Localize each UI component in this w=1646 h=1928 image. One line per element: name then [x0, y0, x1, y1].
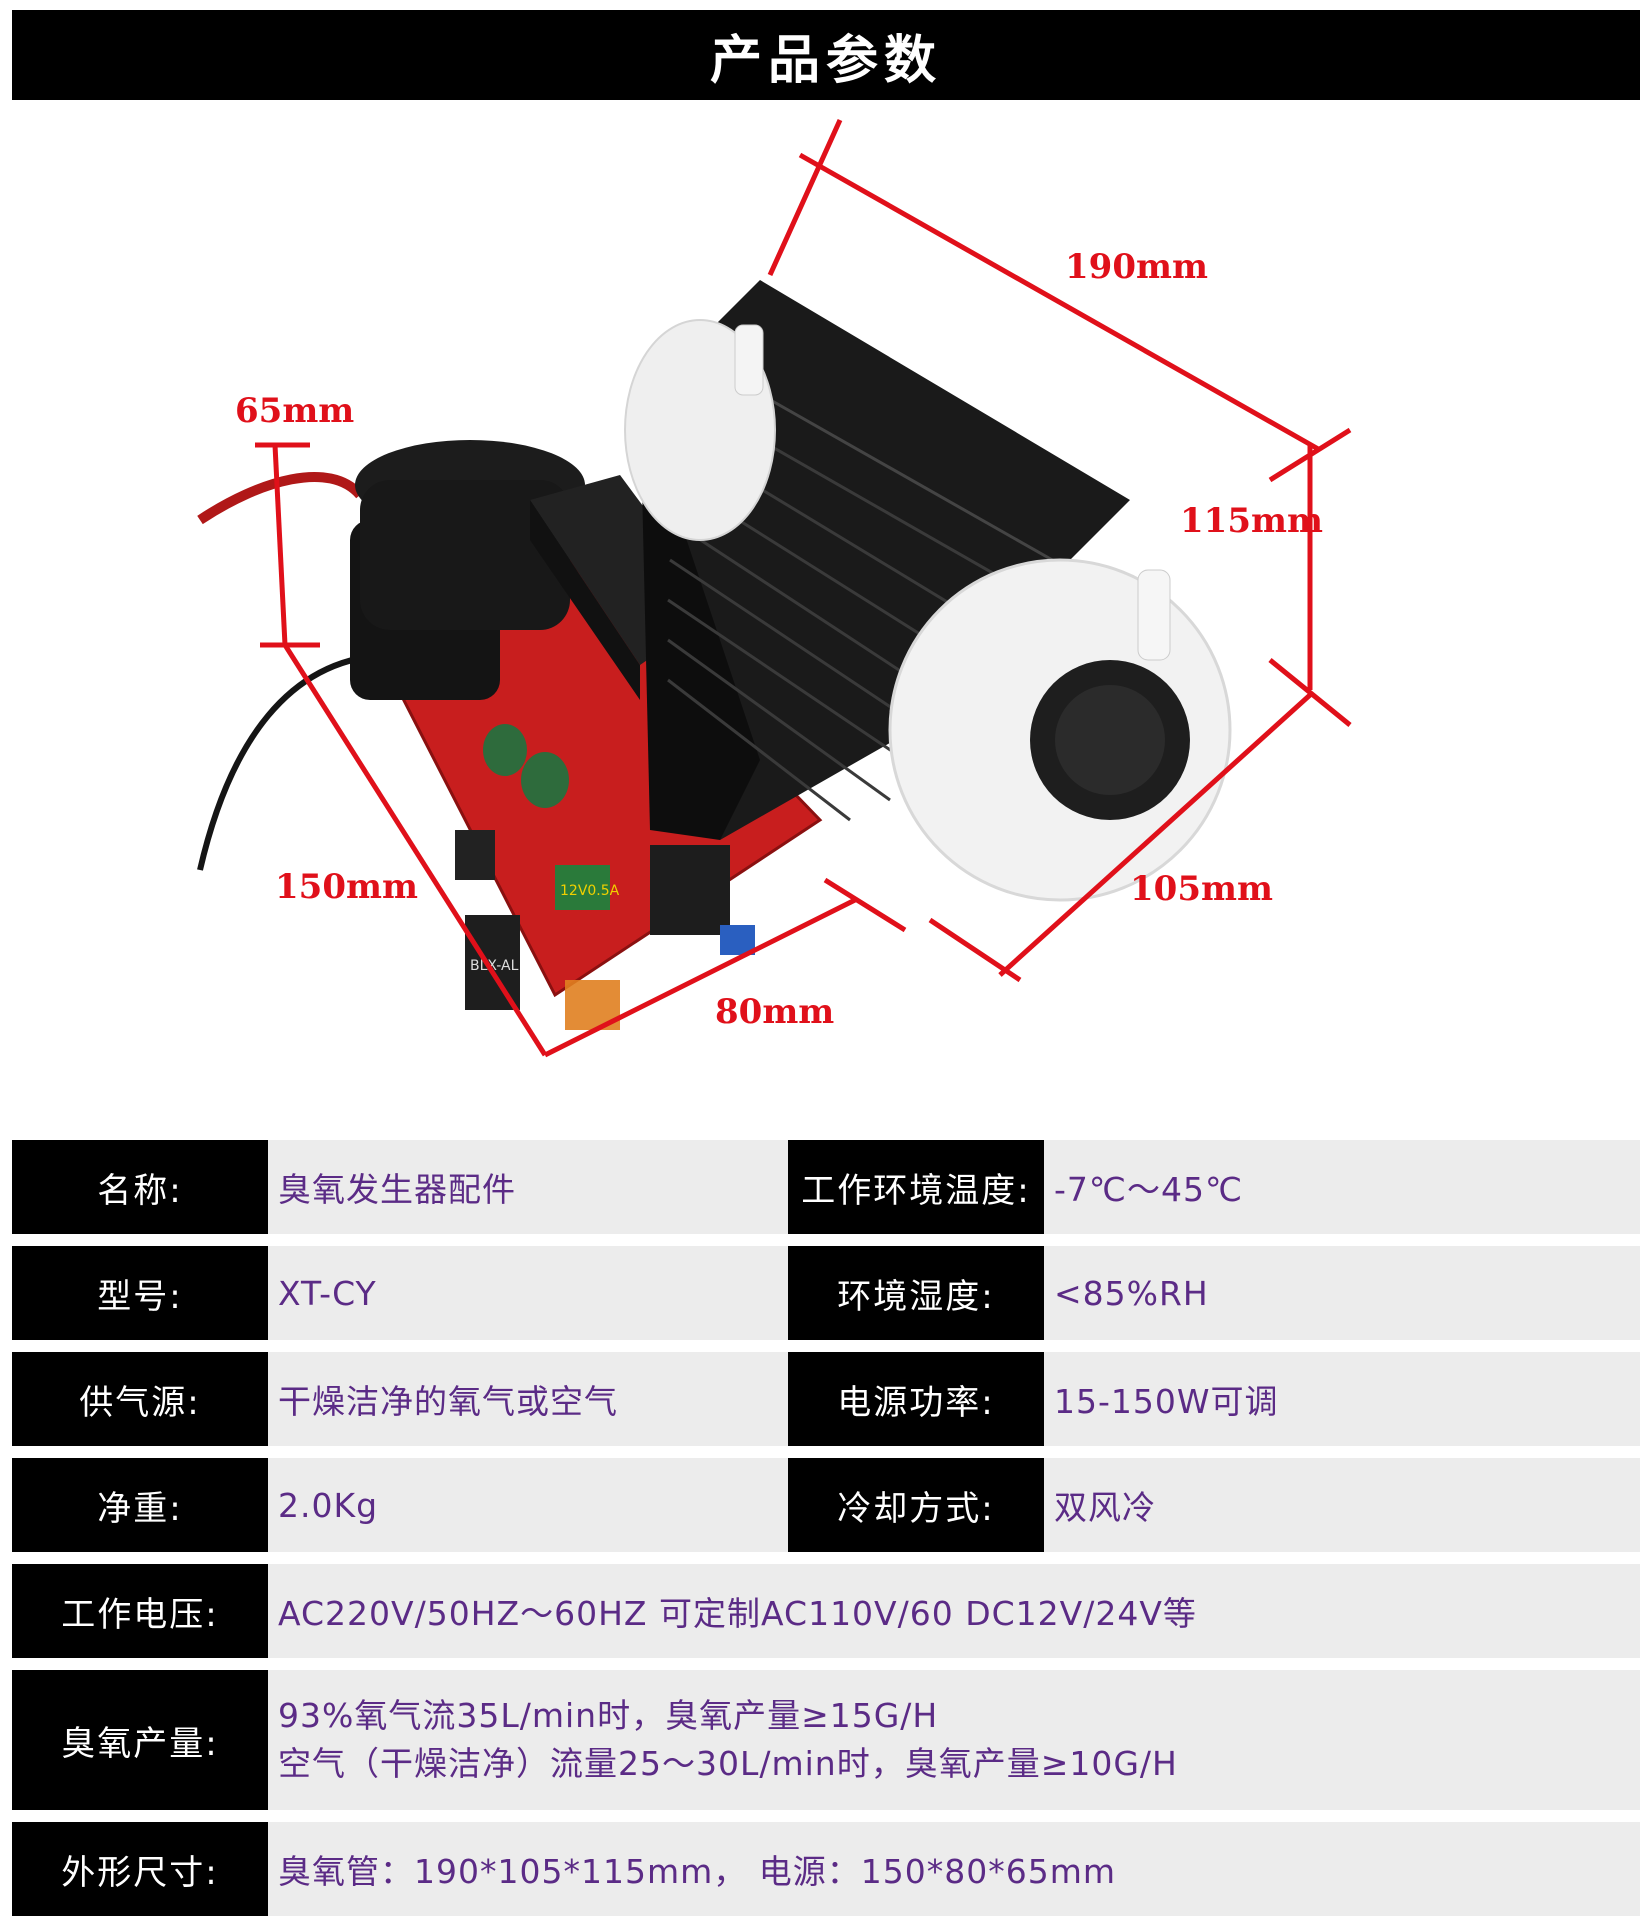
hv-module [650, 845, 730, 935]
dim-board-length: 150mm [275, 867, 418, 907]
spec-value-line: 93%氧气流35L/min时，臭氧产量≥15G/H [278, 1696, 939, 1735]
spec-value: AC220V/50HZ～60HZ 可定制AC110V/60 DC12V/24V等 [278, 1594, 1197, 1633]
red-cable [197, 471, 364, 525]
spec-label: 供气源: [12, 1352, 268, 1446]
dim-board-height: 65mm [235, 391, 354, 431]
ozone-tube [624, 280, 1232, 902]
spec-value-multiline: 93%氧气流35L/min时，臭氧产量≥15G/H 空气（干燥洁净）流量25～3… [268, 1670, 1640, 1810]
spec-label: 冷却方式: [788, 1458, 1044, 1552]
dim-board-width: 80mm [715, 992, 834, 1032]
spec-label: 环境湿度: [788, 1246, 1044, 1340]
spec-value: 臭氧管：190*105*115mm， 电源：150*80*65mm [278, 1852, 1117, 1891]
pcb-marking: 12V0.5A [560, 883, 620, 899]
header-bar: 产品参数 [12, 10, 1640, 100]
capacitor [483, 724, 527, 776]
capacitor [521, 752, 569, 808]
spec-label: 电源功率: [788, 1352, 1044, 1446]
hv-transformer [350, 440, 585, 700]
spec-value: 2.0Kg [278, 1485, 379, 1525]
spec-row: 型号: XT-CY 环境湿度: <85%RH [12, 1246, 1640, 1340]
spec-value: <85%RH [1054, 1273, 1209, 1313]
spec-value: 双风冷 [1054, 1488, 1156, 1527]
spec-value: XT-CY [278, 1273, 377, 1313]
spec-label: 工作电压: [12, 1564, 268, 1658]
relay [465, 915, 520, 1010]
dim-tube-height: 115mm [1180, 501, 1323, 541]
dim-tube-width: 105mm [1130, 869, 1273, 909]
spec-row: 供气源: 干燥洁净的氧气或空气 电源功率: 15-150W可调 [12, 1352, 1640, 1446]
spec-row: 净重: 2.0Kg 冷却方式: 双风冷 [12, 1458, 1640, 1552]
spec-value-line: 空气（干燥洁净）流量25～30L/min时，臭氧产量≥10G/H [278, 1744, 1178, 1783]
spec-label: 净重: [12, 1458, 268, 1552]
product-diagram: 12V0.5A BLX-AL [197, 118, 1352, 1058]
spec-value: -7℃～45℃ [1054, 1170, 1244, 1209]
spec-value: 干燥洁净的氧气或空气 [278, 1382, 618, 1421]
spec-label: 名称: [12, 1140, 268, 1234]
dim-tube-length: 190mm [1065, 247, 1208, 287]
page-title: 产品参数 [709, 30, 942, 91]
spec-label: 型号: [12, 1246, 268, 1340]
spec-label: 工作环境温度: [788, 1140, 1044, 1234]
black-cable [197, 652, 386, 871]
spec-label: 外形尺寸: [12, 1822, 268, 1916]
inductor [455, 830, 495, 880]
spec-row: 名称: 臭氧发生器配件 工作环境温度: -7℃～45℃ [12, 1140, 1640, 1234]
product-photo: 12V0.5A BLX-AL [0, 100, 1646, 1100]
dimension-lines [255, 118, 1352, 1058]
spec-label: 臭氧产量: [12, 1670, 268, 1810]
spec-row: 臭氧产量: 93%氧气流35L/min时，臭氧产量≥15G/H 空气（干燥洁净）… [12, 1670, 1640, 1810]
spec-table: 名称: 臭氧发生器配件 工作环境温度: -7℃～45℃ 型号: XT-CY 环境… [12, 1140, 1640, 1928]
relay-marking: BLX-AL [470, 958, 519, 974]
spec-row: 工作电压: AC220V/50HZ～60HZ 可定制AC110V/60 DC12… [12, 1564, 1640, 1658]
power-module [555, 865, 610, 910]
spec-value: 15-150W可调 [1054, 1382, 1279, 1421]
spec-value: 臭氧发生器配件 [278, 1170, 516, 1209]
spec-row: 外形尺寸: 臭氧管：190*105*115mm， 电源：150*80*65mm [12, 1822, 1640, 1916]
terminal-block [720, 925, 755, 955]
